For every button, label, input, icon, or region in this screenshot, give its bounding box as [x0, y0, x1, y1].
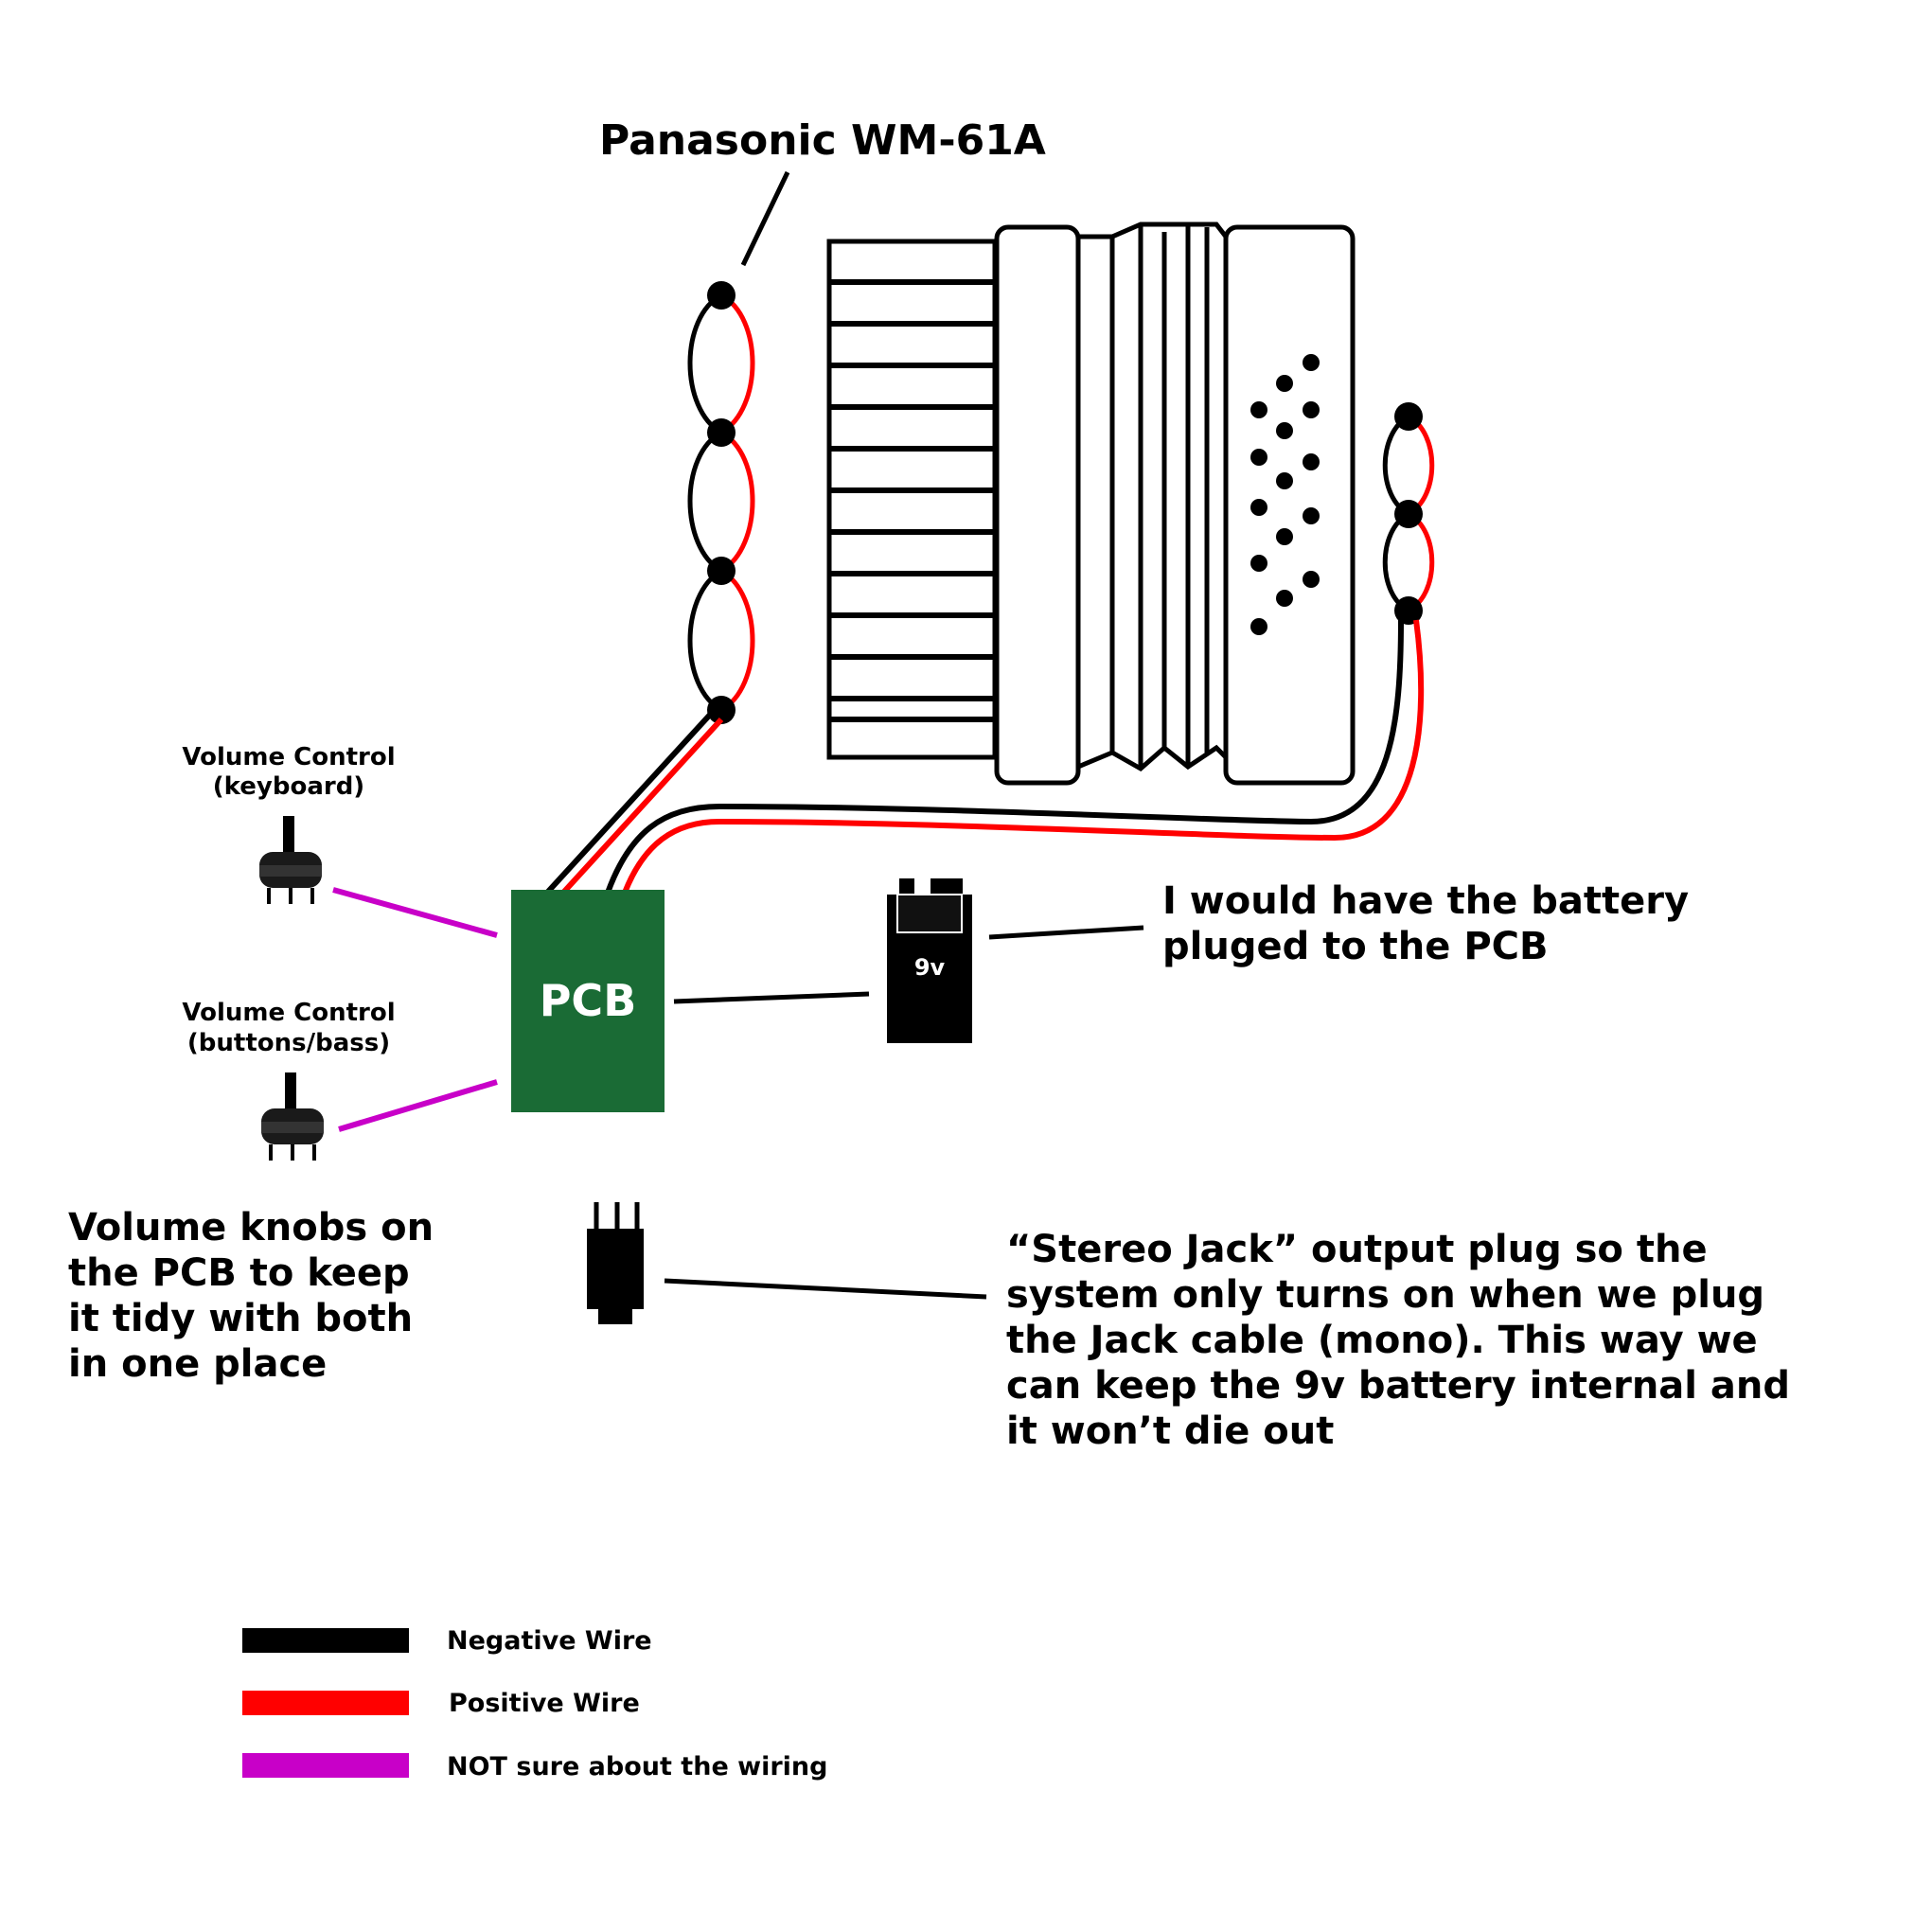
- knobs-note-line: the PCB to keep: [68, 1251, 410, 1295]
- legend-swatch-positive: [242, 1691, 409, 1715]
- left-chain-positive-wire: [716, 292, 755, 713]
- volume-knob-keyboard: [259, 816, 322, 904]
- microphone: [1394, 402, 1423, 431]
- legend-label-negative: Negative Wire: [447, 1626, 652, 1656]
- vol-keyboard-sublabel: (keyboard): [213, 772, 364, 801]
- battery-note-leader-line: [988, 925, 1144, 940]
- bass-buttons: [1250, 354, 1320, 635]
- vol-keyboard-label: Volume Control: [182, 743, 395, 771]
- pcb-label: PCB: [540, 975, 637, 1026]
- knobs-note-line: it tidy with both: [68, 1297, 413, 1340]
- accordion-left-panel: [994, 224, 1081, 786]
- jack-note-leader-line: [664, 1278, 987, 1300]
- legend: Negative Wire Positive Wire NOT sure abo…: [242, 1626, 827, 1781]
- accordion-keyboard: [826, 239, 998, 760]
- microphone: [707, 281, 736, 310]
- right-chain-positive-lead: [622, 619, 1425, 895]
- microphone: [707, 418, 736, 447]
- volume-knob-bass: [261, 1072, 324, 1161]
- vol-bass-sublabel: (buttons/bass): [187, 1029, 390, 1057]
- jack-note-line: “Stereo Jack” output plug so the: [1006, 1228, 1708, 1271]
- microphone: [1394, 500, 1423, 528]
- microphone: [707, 696, 736, 724]
- knobs-note-line: Volume knobs on: [68, 1206, 434, 1250]
- left-chain-negative-lead: [544, 712, 713, 895]
- vol-bass-label: Volume Control: [182, 999, 395, 1027]
- keyboard-knob-uncertain-wire: [332, 887, 498, 938]
- battery-label: 9v: [914, 954, 946, 981]
- legend-swatch-uncertain: [242, 1753, 409, 1778]
- knobs-note-line: in one place: [68, 1342, 327, 1386]
- legend-label-positive: Positive Wire: [449, 1689, 640, 1718]
- mic-leader-line: [740, 170, 790, 267]
- legend-label-uncertain: NOT sure about the wiring: [447, 1752, 827, 1781]
- left-mic-chain: [687, 281, 755, 724]
- battery-note-line: I would have the battery: [1162, 879, 1689, 923]
- pcb-battery-line: [673, 991, 870, 1004]
- jack-note-line: system only turns on when we plug: [1006, 1273, 1764, 1317]
- jack-note-line: it won’t die out: [1006, 1409, 1334, 1453]
- battery-9v: [887, 878, 972, 1043]
- accordion: [826, 222, 1356, 786]
- stereo-jack: [587, 1202, 644, 1324]
- left-chain-negative-wire: [687, 292, 727, 713]
- battery-note-line: pluged to the PCB: [1162, 925, 1548, 968]
- legend-swatch-negative: [242, 1628, 409, 1653]
- right-chain-negative-lead: [605, 619, 1404, 895]
- mic-label: Panasonic WM-61A: [599, 116, 1046, 165]
- accordion-bass-panel: [1223, 224, 1356, 786]
- microphone: [1394, 596, 1423, 625]
- pcb-wires: [544, 619, 1425, 895]
- left-chain-positive-lead: [560, 717, 724, 895]
- right-mic-chain: [1382, 402, 1435, 625]
- accordion-bellows: [1075, 222, 1229, 772]
- jack-note-line: can keep the 9v battery internal and: [1006, 1364, 1790, 1408]
- microphone: [707, 557, 736, 585]
- accordion-keys: [829, 279, 995, 722]
- jack-note-line: the Jack cable (mono). This way we: [1006, 1319, 1758, 1362]
- pcb: [511, 890, 665, 1112]
- bass-knob-uncertain-wire: [338, 1079, 498, 1132]
